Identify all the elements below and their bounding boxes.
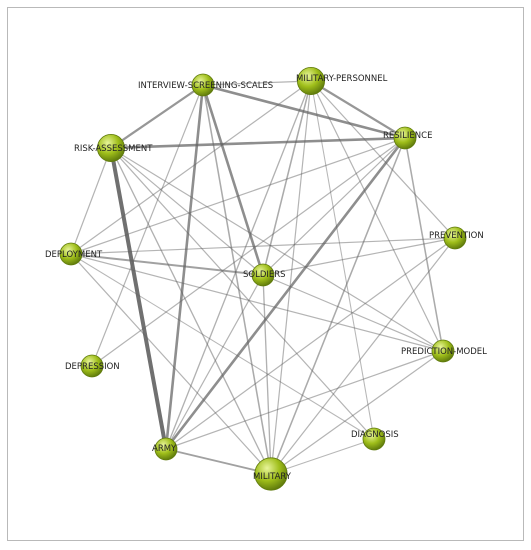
edge-risk-assessment--interview-screening-scales — [109, 83, 205, 150]
node-prevention[interactable] — [443, 226, 467, 250]
edge-risk-assessment--soldiers — [110, 147, 264, 276]
edge-prediction-model--military — [270, 350, 444, 475]
edge-military-personnel--military — [270, 80, 312, 475]
edge-risk-assessment--army — [109, 146, 168, 451]
edge-military-personnel--army — [165, 80, 312, 450]
label-layer: INTERVIEW-SCREENING-SCALES MILITARY-PERSO… — [45, 74, 487, 482]
edge-military-personnel--prediction-model — [310, 80, 444, 352]
node-layer — [59, 67, 467, 491]
edge-resilience--army — [164, 136, 407, 451]
node-label-depression: DEPRESSION — [65, 362, 120, 372]
node-label-soldiers: SOLDIERS — [243, 270, 286, 280]
node-label-military: MILITARY — [253, 472, 292, 482]
edge-interview-screening-scales--military — [202, 84, 272, 475]
edge-risk-assessment--diagnosis — [110, 147, 375, 440]
edge-resilience--military — [270, 137, 406, 475]
node-label-risk-assessment: RISK-ASSESSMENT — [74, 144, 153, 154]
node-resilience[interactable] — [393, 126, 417, 150]
edge-resilience--depression — [91, 137, 406, 367]
edge-deployment--prevention — [70, 237, 456, 255]
graph-panel: INTERVIEW-SCREENING-SCALES MILITARY-PERSO… — [7, 7, 524, 541]
edge-resilience--prediction-model — [404, 137, 444, 352]
edge-prediction-model--army — [165, 350, 444, 450]
node-depression[interactable] — [80, 354, 104, 378]
edge-interview-screening-scales--soldiers — [201, 83, 265, 277]
node-military-personnel[interactable] — [296, 67, 325, 96]
edge-prevention--military — [270, 237, 456, 475]
edge-risk-assessment--deployment — [70, 147, 112, 255]
node-label-deployment: DEPLOYMENT — [45, 250, 103, 260]
edge-military-personnel--resilience — [309, 79, 407, 140]
edge-soldiers--army — [165, 274, 264, 450]
edge-resilience--soldiers — [262, 137, 406, 276]
edge-prevention--army — [165, 237, 456, 450]
edge-risk-assessment--military — [110, 147, 272, 475]
edge-risk-assessment--resilience — [109, 136, 407, 150]
edge-deployment--soldiers — [70, 253, 264, 276]
node-risk-assessment[interactable] — [97, 134, 126, 163]
node-label-interview-screening-scales: INTERVIEW-SCREENING-SCALES — [138, 81, 273, 91]
node-military[interactable] — [254, 457, 288, 491]
node-soldiers[interactable] — [251, 263, 275, 287]
edge-resilience--deployment — [70, 137, 406, 255]
node-label-army: ARMY — [152, 444, 177, 454]
edge-layer — [70, 79, 456, 475]
edge-military-personnel--deployment — [70, 80, 312, 255]
node-deployment[interactable] — [59, 242, 83, 266]
edge-diagnosis--military — [270, 438, 375, 475]
node-label-prediction-model: PREDICTION-MODEL — [401, 347, 487, 357]
edge-deployment--prediction-model — [70, 253, 444, 352]
node-label-diagnosis: DIAGNOSIS — [351, 430, 399, 440]
edge-interview-screening-scales--military-personnel — [202, 80, 312, 86]
edge-army--military — [165, 448, 272, 475]
node-label-military-personnel: MILITARY-PERSONNEL — [296, 74, 388, 84]
edge-deployment--military — [70, 253, 272, 475]
edge-military-personnel--prevention — [310, 80, 456, 239]
node-prediction-model[interactable] — [431, 339, 455, 363]
edge-interview-screening-scales--depression — [91, 84, 204, 367]
node-interview-screening-scales[interactable] — [191, 73, 215, 97]
node-label-resilience: RESILIENCE — [383, 131, 432, 141]
edge-risk-assessment--prediction-model — [110, 147, 444, 352]
network-graph[interactable]: INTERVIEW-SCREENING-SCALES MILITARY-PERSO… — [8, 8, 525, 542]
node-diagnosis[interactable] — [362, 427, 386, 451]
edge-soldiers--military — [262, 274, 272, 475]
node-label-prevention: PREVENTION — [429, 231, 484, 241]
edge-soldiers--prevention — [262, 237, 456, 276]
edge-military-personnel--diagnosis — [310, 80, 375, 440]
node-army[interactable] — [154, 437, 178, 461]
edge-deployment--diagnosis — [70, 253, 375, 440]
edge-soldiers--prediction-model — [262, 274, 444, 352]
edge-military-personnel--soldiers — [262, 80, 312, 276]
